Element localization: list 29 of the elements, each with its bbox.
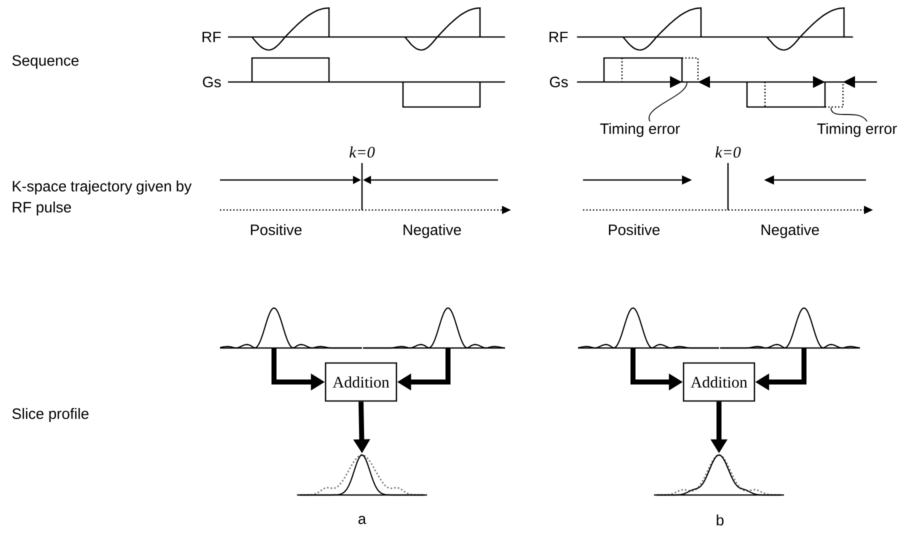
- slice-profile-drawing: [654, 454, 784, 496]
- process-box: Addition: [682, 362, 756, 402]
- slice-profile-drawing: [578, 307, 719, 349]
- text-label: Slice profile: [12, 408, 88, 422]
- slice-profile-drawing: [297, 454, 427, 496]
- text-label: k=0: [350, 146, 375, 158]
- slice-profile-drawing: [720, 307, 860, 349]
- slice-profile-drawing: [363, 307, 506, 349]
- text-label: Gs: [202, 76, 221, 88]
- annotation-text: Timing error: [600, 123, 680, 137]
- annotation-text: Timing error: [817, 123, 897, 137]
- text-label: RF: [202, 32, 221, 42]
- text-label: b: [716, 514, 724, 526]
- text-label: a: [358, 516, 366, 524]
- leader-line: [648, 82, 688, 122]
- process-box: Addition: [324, 362, 398, 402]
- text-label: Gs: [550, 76, 568, 88]
- text-label: Negative: [762, 224, 819, 238]
- text-label: Positive: [608, 224, 660, 236]
- leader-line: [830, 107, 868, 122]
- slice-profile-drawing: [220, 307, 362, 349]
- text-label: Negative: [404, 224, 461, 238]
- text-label: k=0: [716, 146, 741, 158]
- text-label: K-space trajectory given by RF pulse: [12, 180, 192, 216]
- text-label: Sequence: [12, 55, 79, 69]
- text-label: RF: [550, 32, 568, 42]
- timing-gap-outline: [682, 57, 699, 82]
- text-label: Positive: [250, 224, 302, 236]
- timing-gap-outline: [825, 82, 844, 108]
